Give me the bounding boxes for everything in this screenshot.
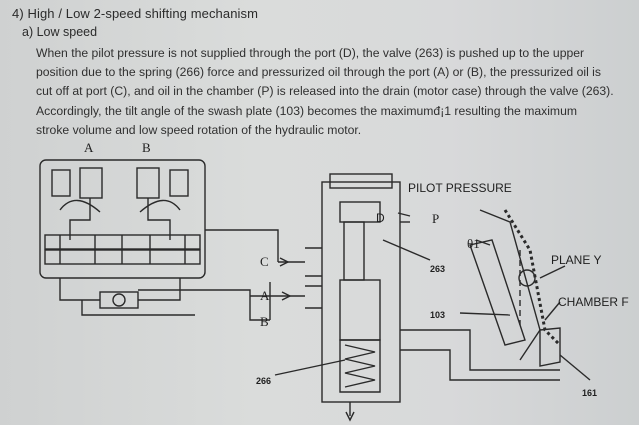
label-a-top: A xyxy=(84,140,94,155)
spring-chamber xyxy=(339,339,381,393)
label-port-b: B xyxy=(260,314,269,329)
passage-line xyxy=(59,199,101,213)
paragraph-line: stroke volume and low speed rotation of … xyxy=(36,122,362,137)
label-plane-y: PLANE Y xyxy=(551,253,601,267)
paragraph-line: Accordingly, the tilt angle of the swash… xyxy=(36,103,578,118)
valve-cap xyxy=(136,167,160,199)
pipe-line-b xyxy=(249,298,270,321)
label-pilot-pressure: PILOT PRESSURE xyxy=(408,181,512,195)
pipe-line-a xyxy=(138,289,251,298)
valve-cap xyxy=(51,169,71,197)
arrow-c xyxy=(279,257,290,267)
section-heading: 4) High / Low 2-speed shifting mechanism xyxy=(12,6,259,21)
description-paragraph: When the pilot pressure is not supplied … xyxy=(36,44,638,140)
valve-sleeve xyxy=(339,279,381,341)
label-266: 266 xyxy=(256,376,271,386)
arrow-a xyxy=(281,291,292,301)
leader-plane-y xyxy=(539,265,566,279)
leader-103 xyxy=(459,312,511,316)
label-port-c: C xyxy=(260,254,269,269)
label-b-top: B xyxy=(142,140,151,155)
label-103: 103 xyxy=(430,310,445,320)
schematic-svg: A B PILOT PRESSURE D P C A B 263 103 266… xyxy=(39,140,629,422)
label-theta: θ1 xyxy=(467,236,480,251)
leader-161 xyxy=(559,354,591,381)
leader-chamber-f xyxy=(544,301,561,321)
chamber-f xyxy=(539,327,561,367)
valve-block-outline xyxy=(39,159,206,279)
label-chamber-f: CHAMBER F xyxy=(558,295,629,309)
section-subheading: a) Low speed xyxy=(22,25,98,39)
swash-housing xyxy=(479,209,541,361)
check-valve xyxy=(99,291,139,309)
valve-263 xyxy=(343,221,365,281)
label-263: 263 xyxy=(430,264,445,274)
label-port-a: A xyxy=(260,288,270,303)
hatched-housing xyxy=(503,209,562,347)
paragraph-line: cut off at port (C), and oil in the cham… xyxy=(36,84,614,99)
passage-line xyxy=(147,198,171,240)
valve-cap xyxy=(79,167,103,199)
pivot-circle xyxy=(518,269,536,287)
label-161: 161 xyxy=(582,388,597,398)
leader-263 xyxy=(382,239,431,261)
pipe-line xyxy=(81,300,195,316)
pipe-line xyxy=(138,278,181,301)
spring-266 xyxy=(344,344,376,388)
pipe-line xyxy=(59,278,100,301)
passage-line xyxy=(69,198,91,240)
pipe-line xyxy=(400,329,560,371)
pipe-line xyxy=(400,349,560,381)
label-chamber-p: P xyxy=(432,211,439,226)
hydraulic-schematic: A B PILOT PRESSURE D P C A B 263 103 266… xyxy=(0,130,639,425)
drain-arrow-icon xyxy=(345,411,355,422)
swash-plate-103 xyxy=(469,239,526,346)
center-valve-body xyxy=(321,181,401,403)
label-port-d: D xyxy=(376,211,385,225)
valve-plug xyxy=(339,201,381,223)
check-valve-ball xyxy=(112,293,126,307)
paragraph-line: When the pilot pressure is not supplied … xyxy=(36,46,585,60)
leader-266 xyxy=(274,359,346,376)
passage-line xyxy=(139,199,181,213)
arrow-d xyxy=(397,212,411,217)
valve-top-cap xyxy=(329,173,393,189)
theta-leader xyxy=(475,239,491,246)
valve-cap xyxy=(169,169,189,197)
pipe-line-c xyxy=(205,229,279,262)
paragraph-line: position due to the spring (266) force a… xyxy=(36,65,601,80)
